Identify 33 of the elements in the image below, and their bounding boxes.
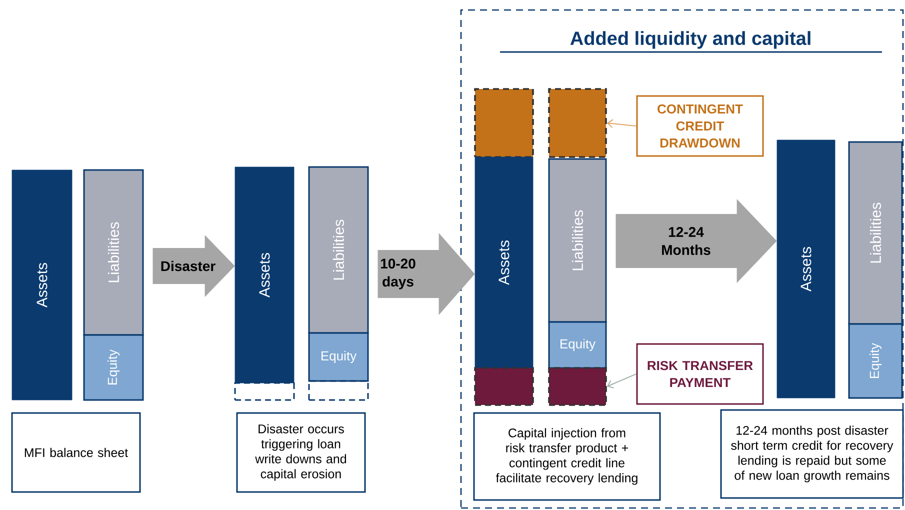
equity-bar: Equity (548, 321, 607, 369)
dashed-outline (308, 380, 369, 401)
caption-box: MFI balance sheet (11, 412, 141, 493)
caption-box: Disaster occurs triggering loan write downs and capital erosion (236, 412, 366, 493)
edge-label: Disaster (161, 260, 216, 272)
assets-bar: Assets (234, 166, 294, 384)
payment-block (548, 367, 607, 406)
drawdown-block (474, 88, 534, 158)
block-arrow (378, 233, 475, 315)
edge-label: 12-24 Months (662, 227, 710, 255)
liabilities-bar: Liabilities (308, 166, 369, 334)
equity-bar: Equity (83, 334, 144, 401)
drawdown-block (548, 88, 607, 158)
caption-box: Capital injection from risk transfer product + contingent credit line facilitate recovery lending (473, 412, 661, 501)
panel-title: Added liquidity and capital (500, 31, 882, 53)
equity-bar: Equity (308, 332, 369, 382)
callout-box: RISK TRANSFER PAYMENT (636, 343, 764, 405)
block-arrow (616, 199, 777, 283)
edge-label: 10-20 days (380, 258, 416, 290)
payment-block (474, 367, 534, 406)
assets-bar: Assets (12, 170, 72, 400)
caption-box: 12-24 months post disaster short term credit for recovery lending is repaid but some of new loan growth remains (720, 409, 904, 499)
block-arrow (152, 235, 235, 297)
arrow (606, 119, 637, 128)
assets-bar: Assets (474, 156, 534, 368)
assets-bar: Assets (776, 140, 836, 398)
liabilities-bar: Liabilities (548, 158, 607, 323)
liabilities-bar: Liabilities (848, 141, 903, 325)
arrow (606, 374, 637, 388)
dashed-outline (234, 382, 295, 401)
callout-box: CONTINGENT CREDIT DRAWDOWN (636, 95, 764, 157)
liabilities-bar: Liabilities (83, 169, 144, 336)
equity-bar: Equity (848, 323, 903, 399)
